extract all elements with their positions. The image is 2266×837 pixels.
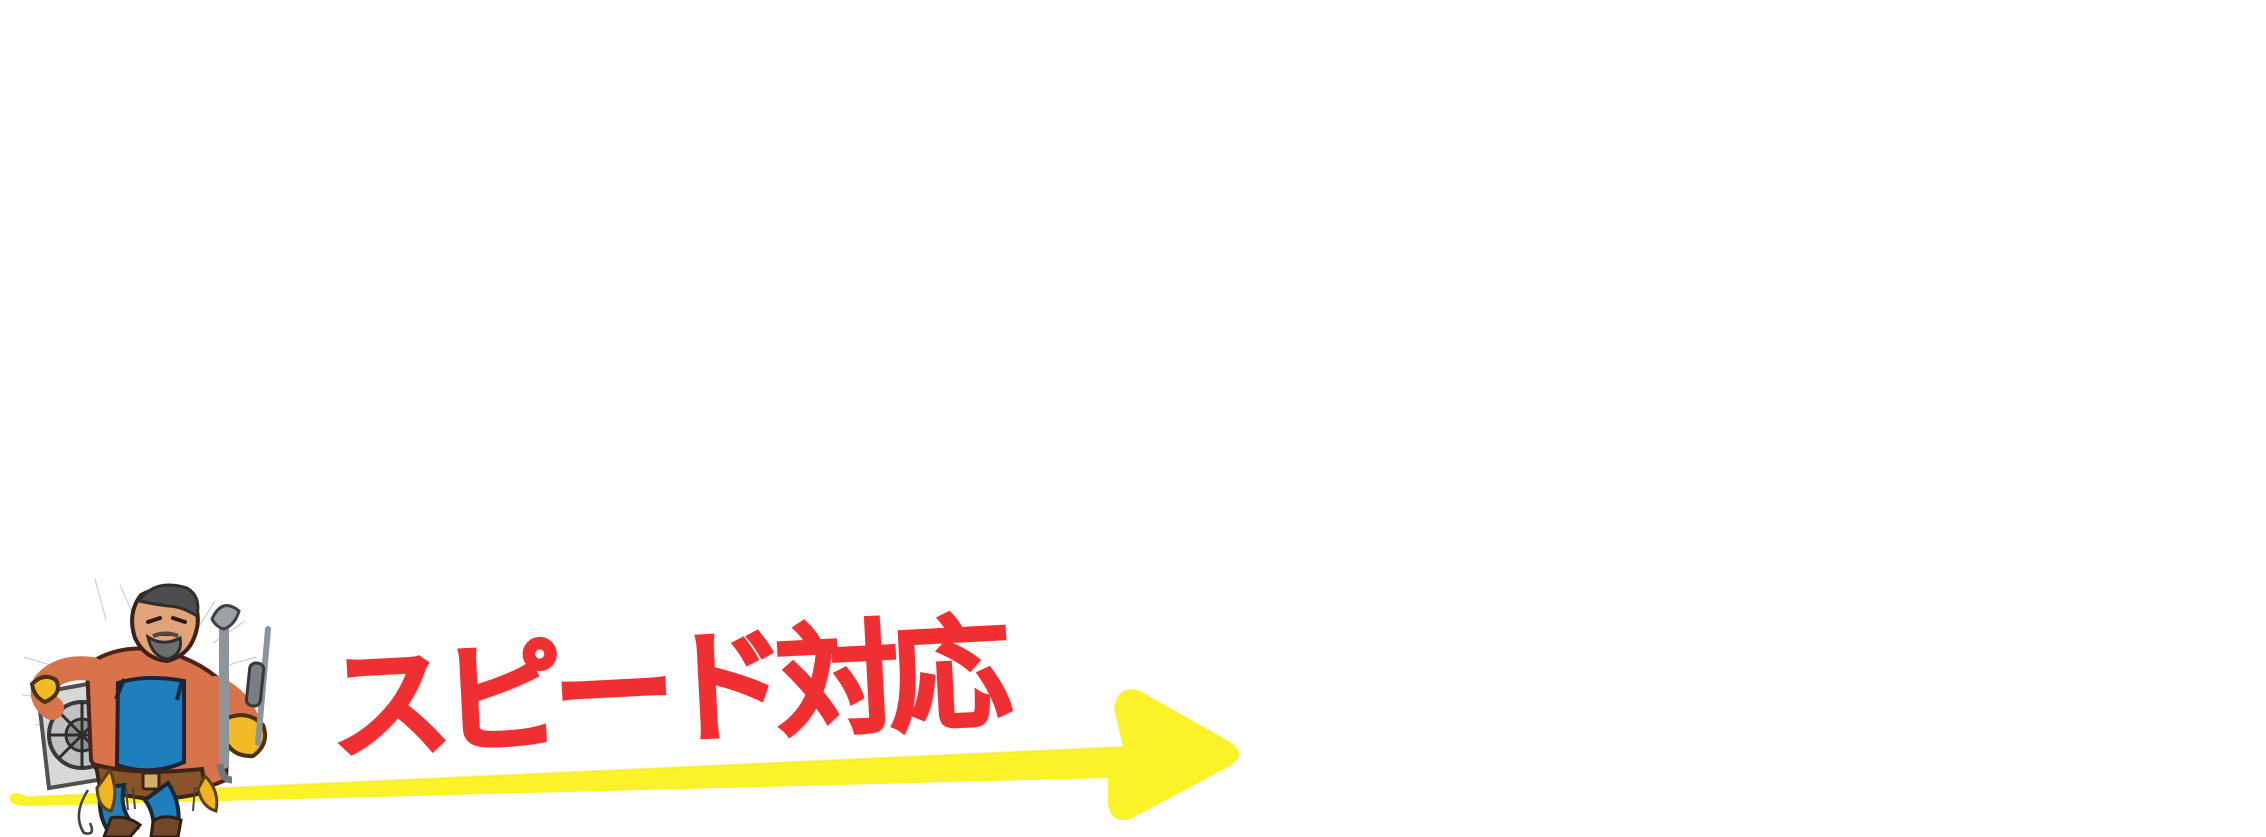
technician-body [84,646,233,802]
technician-head [130,583,200,664]
speed-response-title: スピード対応 [324,601,1006,781]
tool-belt-icon [95,766,219,813]
screwdriver-icon [244,626,271,746]
wrench-icon [210,604,241,784]
technician-mascot-icon [0,575,340,837]
cable-icon [77,789,94,835]
